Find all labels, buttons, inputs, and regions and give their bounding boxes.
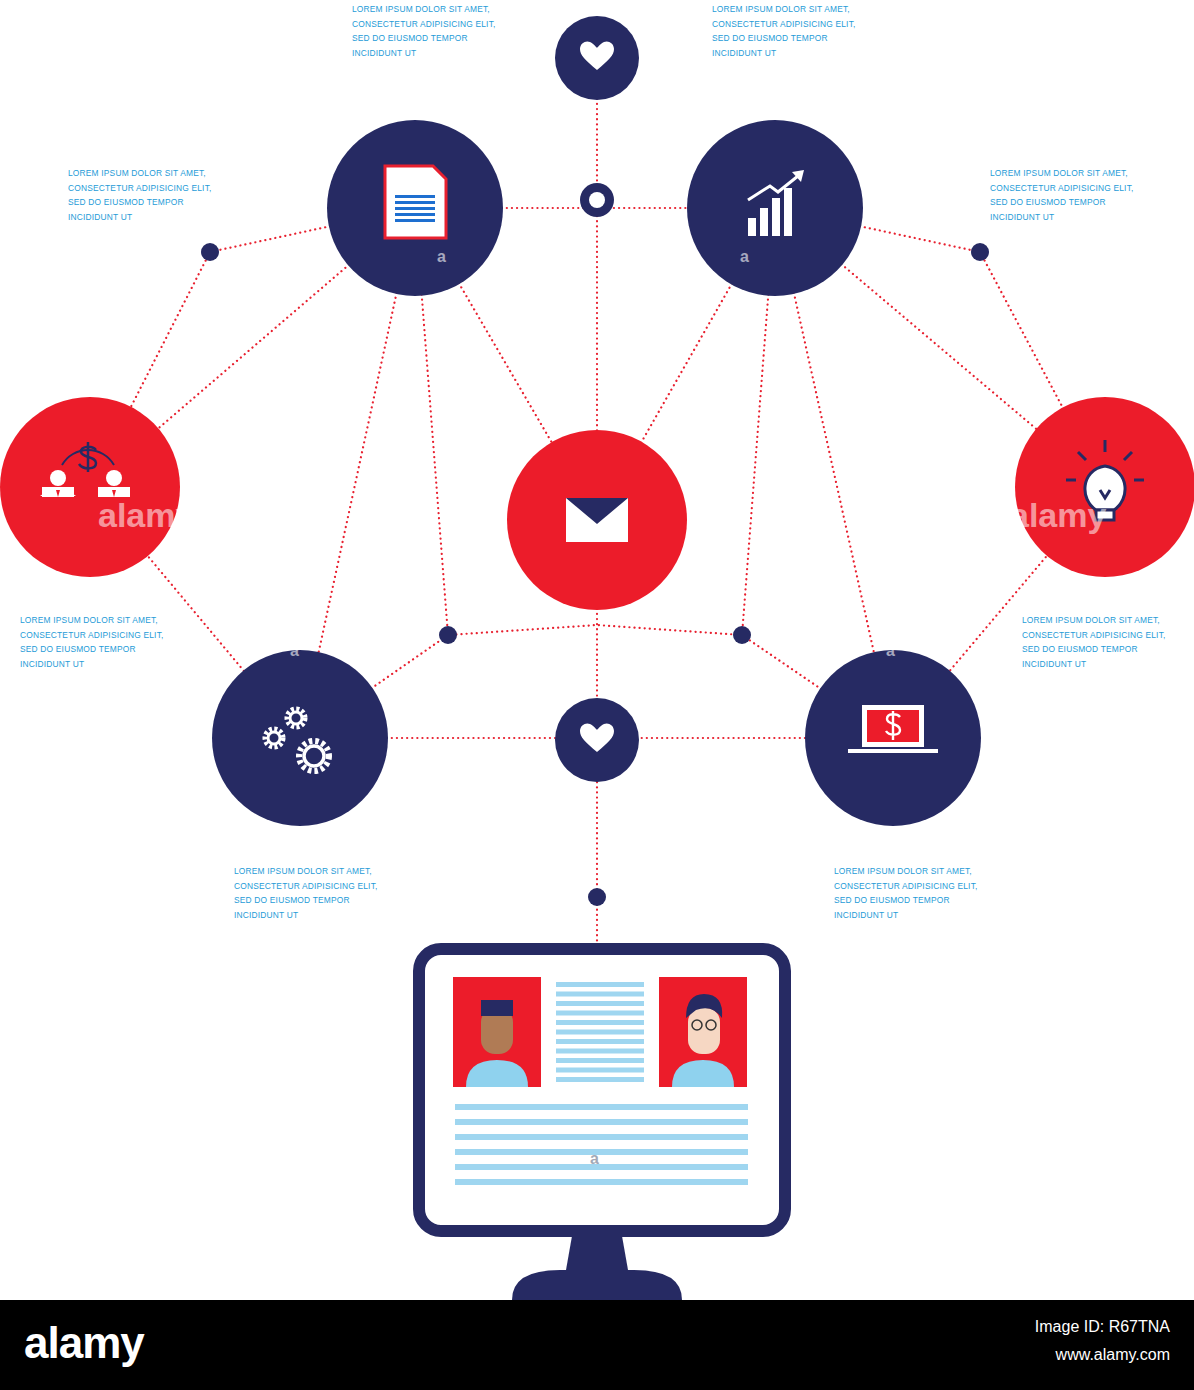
- red-circles: [0, 397, 1194, 610]
- watermark: a: [437, 248, 446, 266]
- footer-url: www.alamy.com: [900, 1346, 1170, 1364]
- lorem-text: LOREM IPSUM DOLOR SIT AMET, CONSECTETUR …: [990, 166, 1140, 224]
- heart-icon: [580, 723, 614, 752]
- envelope-icon: [566, 498, 628, 542]
- footer-bar: [0, 1300, 1194, 1390]
- gears-icon: [265, 709, 329, 771]
- dotted-connectors: [90, 58, 1105, 943]
- document-icon: [385, 166, 446, 238]
- watermark: alamy: [1010, 496, 1106, 535]
- watermark: a: [590, 1150, 599, 1168]
- heart-icon: [580, 41, 614, 70]
- lorem-text: LOREM IPSUM DOLOR SIT AMET, CONSECTETUR …: [834, 864, 984, 922]
- lorem-text: LOREM IPSUM DOLOR SIT AMET, CONSECTETUR …: [1022, 613, 1172, 671]
- growth-chart-icon: [748, 170, 804, 236]
- lorem-text: LOREM IPSUM DOLOR SIT AMET, CONSECTETUR …: [712, 2, 862, 60]
- watermark: alamy: [98, 496, 194, 535]
- lorem-text: LOREM IPSUM DOLOR SIT AMET, CONSECTETUR …: [234, 864, 384, 922]
- laptop-icon: [848, 705, 938, 753]
- navy-circles: [201, 16, 989, 906]
- image-id: Image ID: R67TNA: [900, 1318, 1170, 1336]
- watermark: a: [740, 248, 749, 266]
- lorem-text: LOREM IPSUM DOLOR SIT AMET, CONSECTETUR …: [352, 2, 502, 60]
- business-people-icon: [40, 442, 130, 497]
- watermark: a: [290, 642, 299, 660]
- lorem-text: LOREM IPSUM DOLOR SIT AMET, CONSECTETUR …: [20, 613, 170, 671]
- monitor-illustration: [419, 949, 785, 1300]
- watermark: a: [886, 642, 895, 660]
- lorem-text: LOREM IPSUM DOLOR SIT AMET, CONSECTETUR …: [68, 166, 218, 224]
- footer-logo: alamy: [24, 1318, 144, 1368]
